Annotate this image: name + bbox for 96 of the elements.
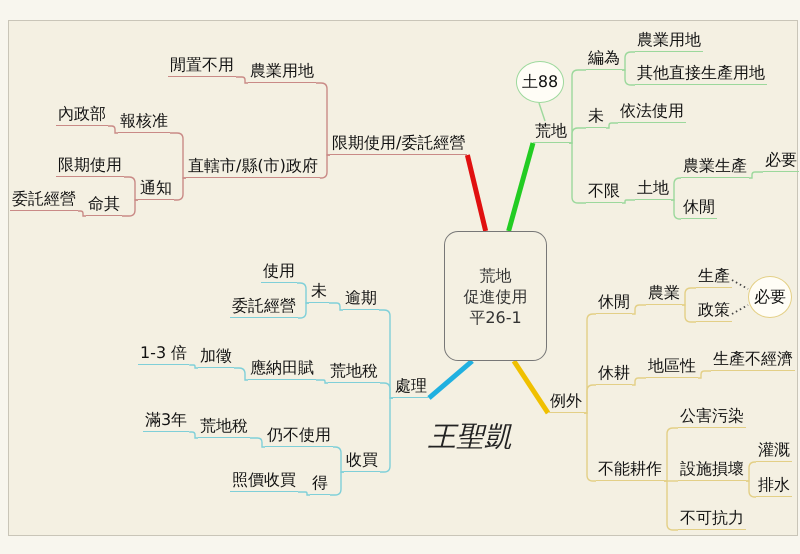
branch-label: 使用 [261, 261, 297, 283]
branch-label: 休耕 [596, 363, 632, 385]
branch-line [329, 302, 343, 311]
branch-line [298, 302, 309, 319]
branch-label: 得 [310, 473, 330, 495]
branch-line [506, 142, 536, 232]
branch-label: 命其 [86, 194, 122, 216]
branch-label: 不可抗力 [678, 508, 746, 530]
branch-label: 委託經營 [230, 296, 298, 318]
branch-label: 依法使用 [618, 101, 686, 123]
branch-label: 設施損壞 [678, 459, 746, 481]
branch-label: 加徵 [198, 346, 234, 368]
branch-label: 荒地稅 [198, 416, 250, 438]
branch-line [622, 69, 635, 86]
branch-line [174, 177, 186, 201]
branch-line [330, 471, 344, 496]
branch-line [746, 461, 756, 482]
branch-label: 收買 [344, 450, 380, 472]
branch-line [236, 76, 248, 84]
branch-line [108, 125, 118, 134]
branch-label: 滿3年 [143, 410, 190, 432]
branch-label: 其他直接生產用地 [635, 63, 767, 85]
branch-line [380, 397, 393, 473]
topic-text: 荒地 [480, 264, 512, 286]
branch-label: 報核准 [118, 111, 170, 133]
branch-label: 休閒 [596, 292, 632, 314]
branch-line [682, 287, 696, 306]
branch-label: 限期使用/委託經營 [330, 133, 468, 155]
branch-line [298, 491, 310, 496]
branch-label: 委託經營 [10, 189, 78, 211]
branch-label: 地區性 [646, 356, 698, 378]
branch-line [427, 359, 474, 400]
branch-label: 應納田賦 [248, 358, 316, 380]
branch-label: 不限 [586, 181, 622, 203]
branch-label: 必要 [763, 150, 799, 172]
branch-line [746, 480, 756, 498]
branch-label: 農業生產 [681, 156, 749, 178]
branch-line [380, 382, 393, 399]
branch-label: 農業 [646, 283, 682, 305]
branch-label: 直轄市/縣(市)政府 [186, 156, 320, 178]
branch-label: 生產不經濟 [711, 349, 795, 371]
branch-line [698, 370, 711, 379]
branch-line [316, 379, 328, 384]
branch-line [250, 437, 265, 448]
branch-label: 照價收買 [230, 470, 298, 492]
branch-label: 排水 [756, 475, 792, 497]
branch-label: 限期使用 [56, 155, 124, 177]
branch-label: 逾期 [343, 288, 379, 310]
branch-line [584, 412, 596, 482]
dotted-connector [732, 304, 748, 315]
branch-label: 未 [586, 106, 606, 128]
branch-label: 通知 [138, 178, 174, 200]
branch-label: 荒地 [533, 121, 569, 143]
signature: 王聖凱 [428, 421, 512, 455]
branch-line [234, 367, 248, 381]
branch-label: 編為 [586, 48, 622, 70]
branch-line [569, 127, 586, 144]
branch-line [512, 360, 550, 414]
branch-label: 荒地稅 [328, 361, 380, 383]
branch-label: 灌溉 [756, 440, 792, 462]
branch-line [622, 51, 635, 71]
branch-line [584, 384, 596, 414]
branch-line [664, 480, 678, 531]
branch-line [632, 304, 646, 315]
branch-line [189, 364, 198, 369]
branch-label: 閒置不用 [168, 55, 236, 77]
topic-text: 促進使用 [464, 286, 528, 306]
topic-text: 平26-1 [469, 306, 522, 328]
branch-line [606, 122, 618, 129]
branch-label: 公害污染 [678, 406, 746, 428]
branch-label: 不能耕作 [596, 459, 664, 481]
branch-label: 土地 [635, 178, 671, 200]
branch-label: 1-3 倍 [138, 343, 190, 365]
branch-label: 仍不使用 [265, 425, 333, 447]
branch-label: 生產 [696, 266, 732, 288]
branch-label: 處理 [393, 376, 429, 398]
branch-line [122, 199, 138, 217]
branch-line [671, 199, 681, 220]
branch-label: 政策 [696, 300, 732, 322]
branch-line [464, 154, 488, 232]
branch-label: 休閒 [681, 197, 717, 219]
branch-line [78, 210, 86, 217]
branch-line [632, 377, 646, 386]
branch-line [749, 171, 763, 179]
central-topic-box [444, 231, 547, 361]
branch-label: 農業用地 [248, 61, 316, 83]
branch-label: 未 [309, 281, 329, 303]
branch-line [538, 102, 546, 122]
branch-line [297, 282, 309, 304]
branch-label: 內政部 [56, 104, 108, 126]
branch-line [682, 304, 696, 323]
dotted-connector [732, 279, 748, 290]
branch-line [189, 431, 198, 439]
branch-label: 例外 [548, 391, 584, 413]
branch-line [622, 199, 635, 204]
branch-label: 農業用地 [635, 30, 703, 52]
